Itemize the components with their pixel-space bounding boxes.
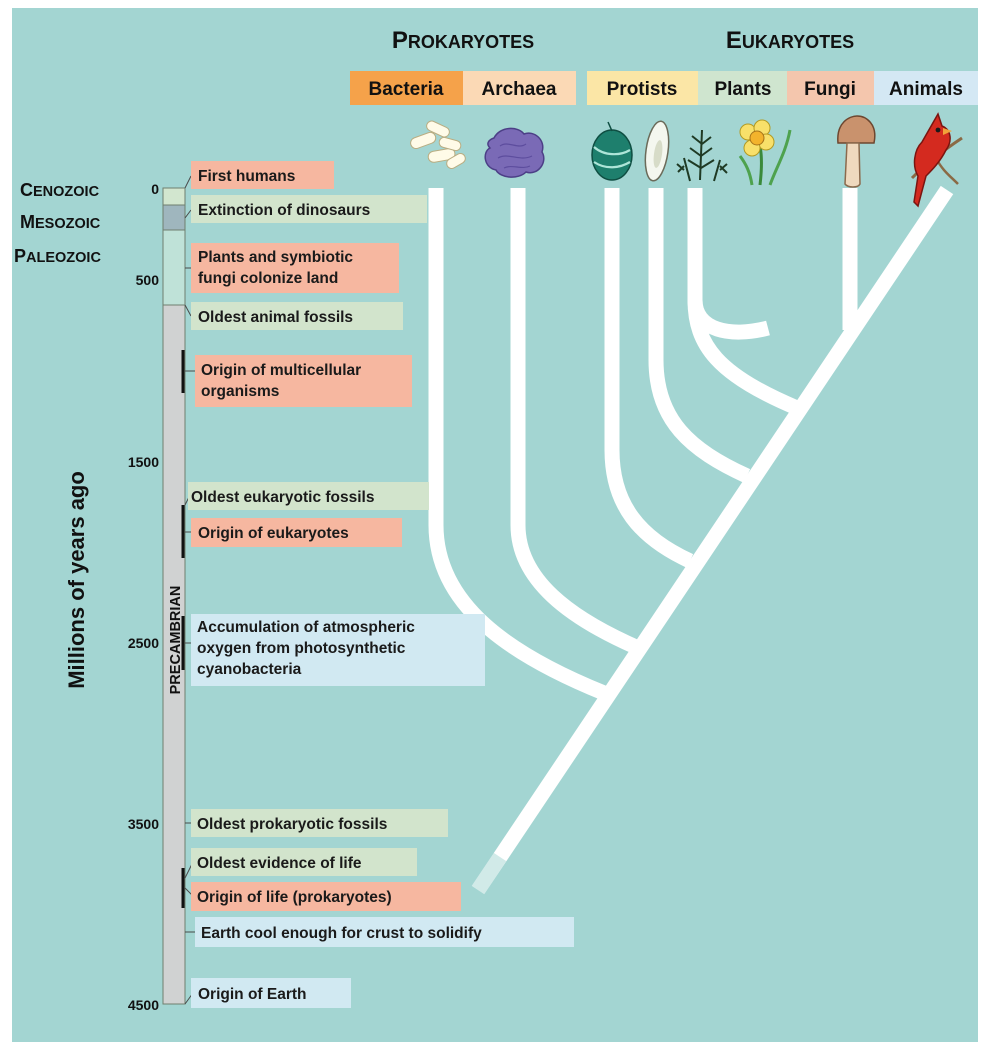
era-mesozoic: MESOZOIC	[20, 212, 101, 232]
group-archaea-bg	[463, 71, 576, 105]
tick-1500: 1500	[128, 454, 159, 470]
event-oldest-evidence-life: Oldest evidence of life	[197, 855, 362, 872]
event-extinction-dinosaurs: Extinction of dinosaurs	[198, 202, 370, 219]
era-labels: CENOZOIC MESOZOIC PALEOZOIC	[14, 180, 101, 266]
paleozoic-segment	[162, 229, 186, 306]
tick-4500: 4500	[128, 997, 159, 1013]
branch-protist-green	[604, 188, 694, 568]
tick-500: 500	[136, 272, 160, 288]
group-archaea-label: Archaea	[482, 79, 557, 100]
event-first-humans: First humans	[198, 168, 295, 185]
precambrian-label: PRECAMBRIAN	[168, 586, 184, 695]
group-animals-label: Animals	[889, 79, 963, 100]
group-plants-label: Plants	[714, 79, 771, 100]
event-origin-earth: Origin of Earth	[198, 986, 307, 1003]
event-plants-fungi-land: Plants and symbiotic fungi colonize land	[198, 249, 357, 287]
event-atmospheric-oxygen: Accumulation of atmospheric oxygen from …	[197, 619, 419, 678]
tree-trunk	[471, 185, 954, 895]
event-origin-multicellular: Origin of multicellular organisms	[201, 362, 366, 400]
event-oldest-prokaryotic-fossils: Oldest prokaryotic fossils	[197, 816, 387, 833]
plant-flower-illustration	[738, 119, 792, 186]
group-plants-bg	[698, 71, 787, 105]
event-labels: First humans Extinction of dinosaurs Pla…	[184, 161, 574, 1008]
domain-prokaryotes: PROKARYOTES	[392, 27, 534, 54]
axis-ticks: 0 500 1500 2500 3500 4500	[128, 181, 159, 1013]
domain-eukaryotes: EUKARYOTES	[726, 27, 854, 54]
group-fungi-label: Fungi	[804, 79, 856, 100]
phylogenetic-tree	[428, 185, 954, 895]
fungi-mushroom-illustration	[837, 115, 876, 188]
axis-title: Millions of years ago	[64, 471, 89, 689]
branch-plants-sister	[687, 299, 770, 340]
event-origin-life: Origin of life (prokaryotes)	[197, 889, 392, 906]
tick-3500: 3500	[128, 816, 159, 832]
plant-moss-illustration	[676, 129, 728, 182]
tick-2500: 2500	[128, 635, 159, 651]
branch-protist-pale	[648, 188, 751, 483]
tick-0: 0	[151, 181, 159, 197]
bacteria-illustration	[410, 120, 466, 169]
tree-root-fade	[471, 852, 507, 895]
event-oldest-animal-fossils: Oldest animal fossils	[198, 309, 353, 326]
era-cenozoic: CENOZOIC	[20, 180, 100, 200]
group-bacteria-label: Bacteria	[369, 79, 444, 100]
event-oldest-eukaryotic-fossils: Oldest eukaryotic fossils	[191, 489, 375, 506]
group-fungi-bg	[787, 71, 874, 105]
group-labels: Bacteria Archaea Protists Plants Fungi A…	[350, 71, 978, 105]
animal-cardinal-illustration	[910, 112, 963, 208]
precambrian-segment	[162, 304, 186, 1005]
group-bacteria-bg	[350, 71, 463, 105]
event-earth-cool: Earth cool enough for crust to solidify	[201, 925, 482, 942]
archaea-illustration	[484, 127, 545, 178]
branch-archaea	[510, 188, 640, 654]
group-animals-bg	[874, 71, 978, 105]
group-protists-bg	[587, 71, 698, 105]
group-protists-label: Protists	[607, 79, 678, 100]
event-origin-eukaryotes: Origin of eukaryotes	[198, 525, 349, 542]
cenozoic-segment	[162, 187, 186, 206]
protist-pale-illustration	[644, 120, 670, 182]
mesozoic-segment	[162, 204, 186, 231]
protist-green-illustration	[591, 121, 633, 181]
era-paleozoic: PALEOZOIC	[14, 246, 101, 266]
time-scale: PRECAMBRIAN	[162, 187, 186, 1005]
